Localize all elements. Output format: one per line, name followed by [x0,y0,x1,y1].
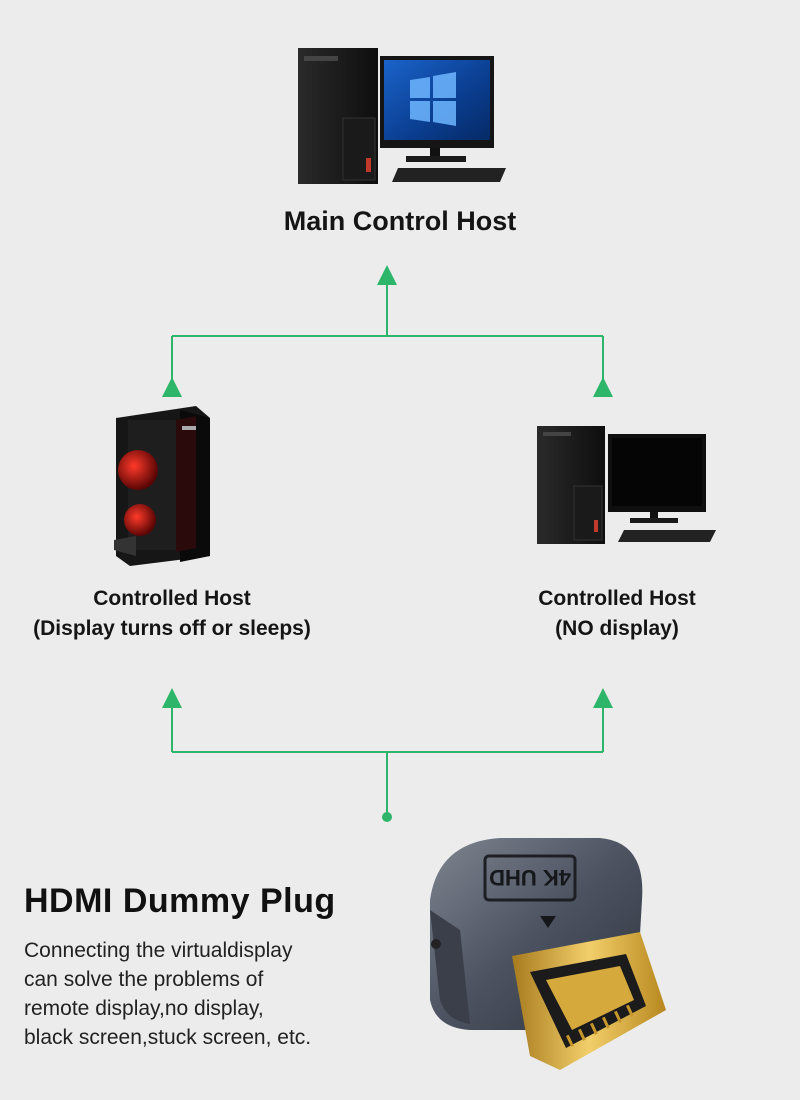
hdmi-dummy-plug-image: 4K UHD [430,838,666,1070]
arrow-from-plug-left [162,688,182,708]
arrow-to-left-host [162,377,182,397]
right-host-label: Controlled Host (NO display) [480,584,754,644]
plug-description-line: can solve the problems of [24,968,264,991]
main-host-label: Main Control Host [283,206,517,236]
arrow-from-plug-right [593,688,613,708]
right-host-title: Controlled Host [538,587,696,610]
gaming-tower-icon [114,406,210,566]
plug-description-line: Connecting the virtualdisplay [24,939,293,962]
plug-connection-dot [382,812,392,822]
arrow-to-main-host [377,265,397,285]
plug-description: Connecting the virtualdisplay can solve … [24,936,311,1052]
main-host-computer-icon [298,48,506,184]
right-host-subtitle: (NO display) [555,617,679,640]
plug-description-line: black screen,stuck screen, etc. [24,1026,312,1049]
right-host-computer-icon [537,426,716,544]
connector-lines [171,280,604,814]
left-host-title: Controlled Host [93,587,251,610]
plug-badge-text: 4K UHD [489,865,571,890]
arrow-to-right-host [593,377,613,397]
left-host-label: Controlled Host (Display turns off or sl… [0,584,344,644]
left-host-subtitle: (Display turns off or sleeps) [33,617,311,640]
plug-description-line: remote display,no display, [24,997,264,1020]
plug-title: HDMI Dummy Plug [24,882,336,920]
